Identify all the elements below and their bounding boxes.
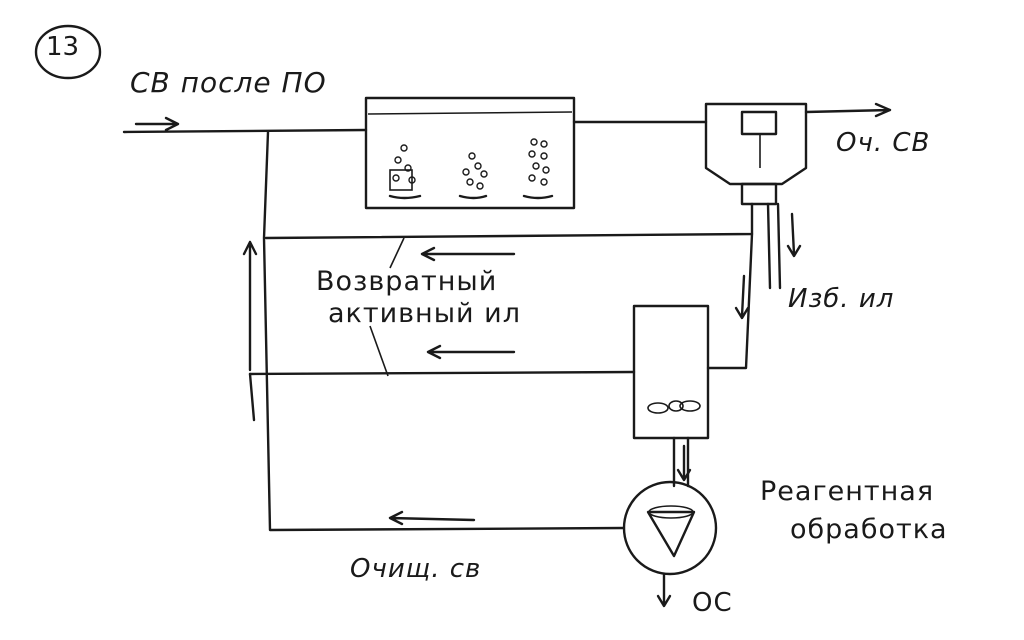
excess-sludge-label: Изб. ил	[788, 284, 895, 314]
inflow-label: СВ после ПО	[130, 66, 327, 99]
down-arrow-to-filter-icon	[676, 444, 692, 482]
sediment-outlet-arrow-icon	[656, 572, 672, 608]
cleaned-water-arrow-icon	[388, 510, 476, 526]
aeration-bubbles-icon	[388, 138, 554, 200]
inflow-arrow-icon	[134, 116, 180, 132]
sludge-thickener	[632, 304, 710, 440]
return-label-pointer-lower	[369, 325, 389, 377]
sediment-label: ОС	[692, 588, 733, 618]
excess-sludge-arrow-icon	[786, 212, 802, 258]
return-label-pointer-upper	[389, 237, 405, 269]
stirrer-icon	[647, 400, 701, 414]
centrifuge	[622, 480, 718, 576]
centrifuge-cone	[646, 510, 696, 558]
clarifier-to-thickener-pipe	[706, 232, 754, 370]
thickener-to-filter-pipe	[672, 436, 690, 488]
down-arrow-to-thickener-icon	[734, 274, 750, 320]
return-arrow-lower-icon	[426, 344, 516, 360]
left-vertical-line	[248, 372, 256, 422]
clarifier-inner-box	[740, 110, 778, 136]
cleaned-water-label: Очищ. св	[350, 554, 482, 584]
clarifier-sludge-outlet	[740, 182, 778, 206]
return-sludge-line-lower	[248, 370, 636, 376]
scheme-number-circle	[34, 24, 102, 80]
treated-water-label: Оч. СВ	[836, 128, 931, 158]
treated-water-outlet-arrow-icon	[804, 102, 892, 118]
scheme-number: 13	[46, 32, 80, 62]
secondary-clarifier	[704, 102, 808, 186]
return-arrow-upper-icon	[420, 246, 516, 262]
return-sludge-label-line2: активный ил	[328, 298, 521, 329]
cleaned-water-return-pipe	[262, 130, 626, 532]
excess-sludge-pipe	[766, 202, 782, 290]
reagent-treatment-label-line1: Реагентная	[760, 476, 935, 507]
return-sludge-label-line1: Возвратный	[316, 266, 498, 297]
inflow-pipe	[122, 128, 368, 134]
aeration-tank	[364, 96, 576, 210]
reagent-treatment-label-line2: обработка	[790, 514, 948, 545]
upward-arrow-icon	[242, 240, 258, 372]
aeration-tank-water-level	[367, 111, 573, 115]
